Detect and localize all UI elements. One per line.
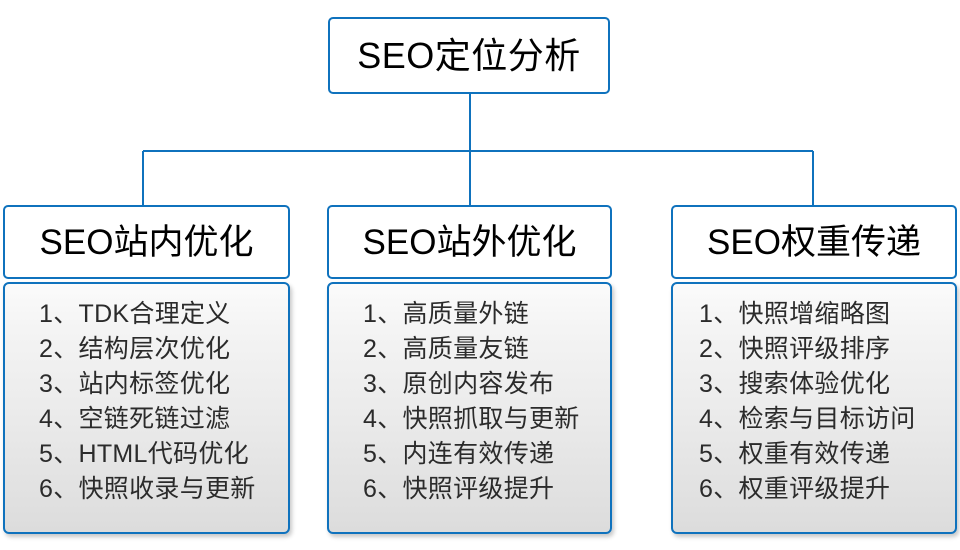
- list-item: 1、TDK合理定义: [39, 300, 231, 328]
- list-item: 4、快照抓取与更新: [363, 405, 580, 433]
- list-item: 6、快照评级提升: [363, 475, 555, 503]
- item-list-on-site: 1、TDK合理定义 2、结构层次优化 3、站内标签优化 4、空链死链过滤 5、H…: [5, 297, 288, 507]
- list-item: 3、站内标签优化: [39, 370, 231, 398]
- list-item: 2、结构层次优化: [39, 335, 231, 363]
- branch-header-off-site: SEO站外优化: [327, 205, 612, 279]
- list-item: 5、内连有效传递: [363, 440, 555, 468]
- root-node-label: SEO定位分析: [357, 34, 581, 76]
- branch-column-off-site: SEO站外优化 1、高质量外链 2、高质量友链 3、原创内容发布 4、快照抓取与…: [327, 205, 612, 534]
- branch-body-on-site: 1、TDK合理定义 2、结构层次优化 3、站内标签优化 4、空链死链过滤 5、H…: [3, 282, 290, 534]
- list-item: 3、原创内容发布: [363, 370, 555, 398]
- root-node: SEO定位分析: [328, 17, 610, 94]
- list-item: 3、搜索体验优化: [699, 370, 891, 398]
- item-list-off-site: 1、高质量外链 2、高质量友链 3、原创内容发布 4、快照抓取与更新 5、内连有…: [329, 297, 610, 507]
- list-item: 1、高质量外链: [363, 300, 530, 328]
- list-item: 5、权重有效传递: [699, 440, 891, 468]
- branch-header-weight-transfer: SEO权重传递: [671, 205, 957, 279]
- branch-body-off-site: 1、高质量外链 2、高质量友链 3、原创内容发布 4、快照抓取与更新 5、内连有…: [327, 282, 612, 534]
- item-list-weight-transfer: 1、快照增缩略图 2、快照评级排序 3、搜索体验优化 4、检索与目标访问 5、权…: [673, 297, 955, 507]
- list-item: 5、HTML代码优化: [39, 440, 249, 468]
- branch-column-on-site: SEO站内优化 1、TDK合理定义 2、结构层次优化 3、站内标签优化 4、空链…: [3, 205, 290, 534]
- branch-header-on-site: SEO站内优化: [3, 205, 290, 279]
- list-item: 4、空链死链过滤: [39, 405, 231, 433]
- list-item: 6、权重评级提升: [699, 475, 891, 503]
- list-item: 4、检索与目标访问: [699, 405, 916, 433]
- branch-header-label: SEO权重传递: [707, 222, 921, 262]
- branch-header-label: SEO站内优化: [39, 222, 254, 262]
- branch-column-weight-transfer: SEO权重传递 1、快照增缩略图 2、快照评级排序 3、搜索体验优化 4、检索与…: [671, 205, 957, 534]
- branch-body-weight-transfer: 1、快照增缩略图 2、快照评级排序 3、搜索体验优化 4、检索与目标访问 5、权…: [671, 282, 957, 534]
- list-item: 1、快照增缩略图: [699, 300, 891, 328]
- list-item: 6、快照收录与更新: [39, 475, 256, 503]
- list-item: 2、快照评级排序: [699, 335, 891, 363]
- list-item: 2、高质量友链: [363, 335, 530, 363]
- branch-header-label: SEO站外优化: [362, 222, 577, 262]
